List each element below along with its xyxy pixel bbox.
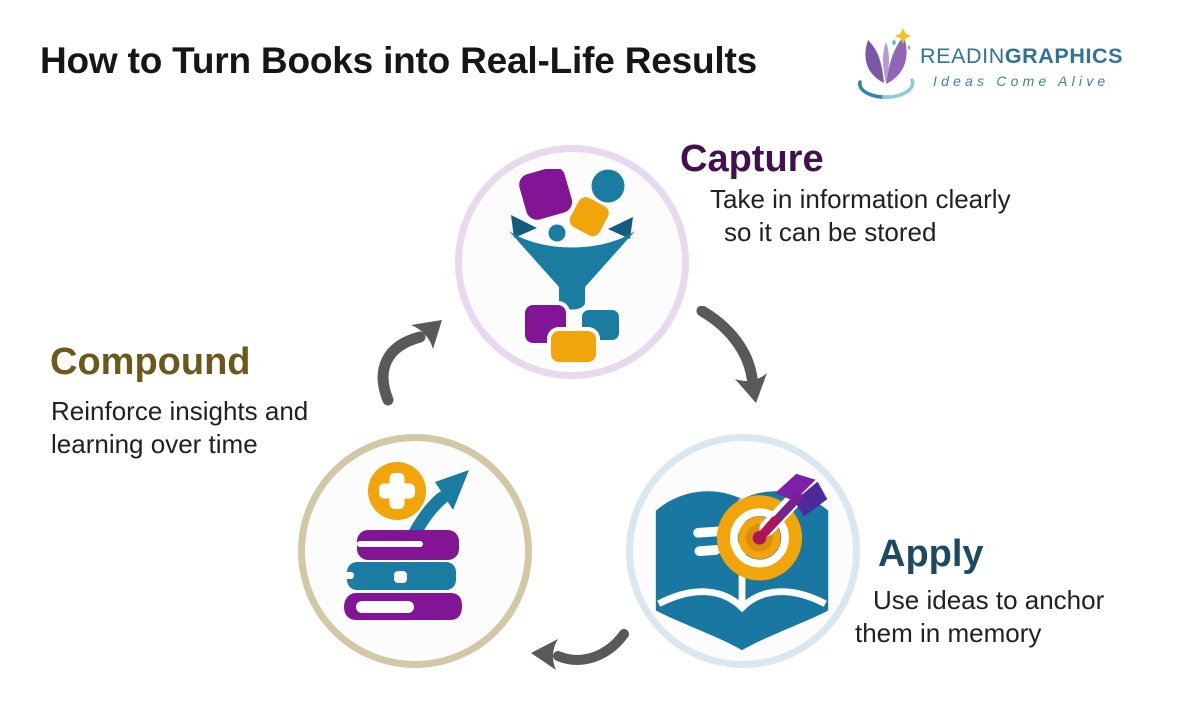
capture-description-line2: so it can be stored bbox=[724, 217, 937, 247]
curved-arrow-compound-to-capture-icon bbox=[377, 320, 442, 406]
compound-description: Reinforce insights and learning over tim… bbox=[51, 395, 308, 461]
capture-heading: Capture bbox=[680, 138, 824, 180]
book-target-icon bbox=[655, 473, 829, 651]
funnel-icon bbox=[509, 169, 635, 365]
apply-heading: Apply bbox=[878, 533, 984, 575]
compound-heading: Compound bbox=[50, 341, 251, 383]
brand-tagline: Ideas Come Alive bbox=[933, 73, 1110, 89]
apply-description-line2: them in memory bbox=[855, 618, 1042, 648]
books-growth-icon bbox=[342, 462, 469, 620]
brand-logo-text: READINGRAPHICS Ideas Come Alive bbox=[920, 28, 1123, 89]
capture-description-line1: Take in information clearly bbox=[710, 184, 1011, 214]
brand-logo: READINGRAPHICS Ideas Come Alive bbox=[856, 28, 1123, 100]
compound-description-line1: Reinforce insights and bbox=[51, 396, 309, 426]
apply-description: Use ideas to anchor them in memory bbox=[853, 584, 1104, 650]
page-title: How to Turn Books into Real-Life Results bbox=[40, 40, 757, 81]
butterfly-book-logo-icon bbox=[858, 28, 915, 99]
compound-description-line2: learning over time bbox=[51, 429, 258, 459]
apply-circle bbox=[626, 434, 860, 668]
apply-description-line1: Use ideas to anchor bbox=[873, 585, 1105, 615]
curved-arrow-capture-to-apply-icon bbox=[696, 306, 767, 403]
compound-circle bbox=[298, 434, 532, 668]
brand-name-bold: GRAPHICS bbox=[1004, 44, 1124, 68]
capture-circle bbox=[455, 145, 689, 379]
brand-name-light: READIN bbox=[920, 44, 1005, 68]
brand-name: READINGRAPHICS bbox=[920, 44, 1123, 69]
capture-description: Take in information clearly so it can be… bbox=[710, 183, 1011, 249]
curved-arrow-apply-to-compound-icon bbox=[531, 629, 629, 670]
